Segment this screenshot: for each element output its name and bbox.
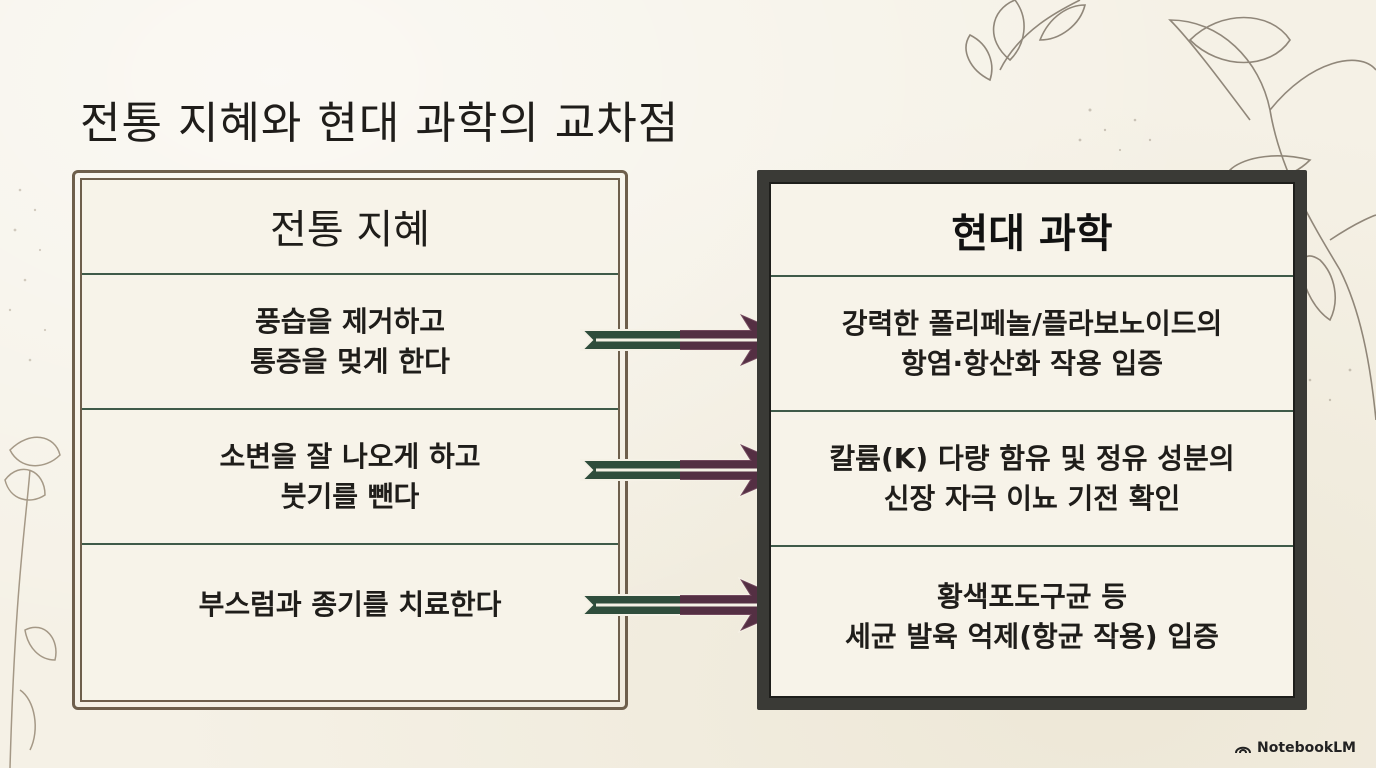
row-divider (82, 408, 618, 410)
cell-line: 세균 발육 억제(항균 작용) 입증 (845, 620, 1219, 653)
row-divider (771, 275, 1293, 277)
cell-line: 항염·항산화 작용 입증 (901, 346, 1163, 380)
panel-outer-frame (72, 170, 628, 710)
traditional-row-3: 부스럼과 종기를 치료한다 (82, 545, 618, 665)
modern-science-panel: 현대 과학 강력한 폴리페놀/플라보노이드의 항염·항산화 작용 입증 칼륨(K… (757, 170, 1307, 710)
cell-line: 소변을 잘 나오게 하고 (219, 439, 481, 473)
row-divider (82, 273, 618, 275)
panel-inner-frame (80, 178, 620, 702)
cell-line: 통증을 멎게 한다 (250, 344, 450, 378)
notebooklm-logo-icon (1235, 746, 1252, 754)
brand-label: NotebookLM (1257, 740, 1356, 756)
row-divider (82, 543, 618, 545)
science-row-3: 황색포도구균 등 세균 발육 억제(항균 작용) 입증 (771, 547, 1293, 687)
row-divider (771, 410, 1293, 412)
traditional-row-2: 소변을 잘 나오게 하고 붓기를 뺀다 (82, 410, 618, 543)
traditional-wisdom-panel: 전통 지혜 풍습을 제거하고 통증을 멎게 한다 소변을 잘 나오게 하고 붓기… (72, 170, 628, 710)
traditional-wisdom-heading: 전통 지혜 (270, 207, 430, 253)
page-title: 전통 지혜와 현대 과학의 교차점 (80, 98, 680, 150)
cell-line: 부스럼과 종기를 치료한다 (198, 588, 502, 621)
row-divider (771, 545, 1293, 547)
cell-line: 강력한 폴리페놀/플라보노이드의 (841, 306, 1223, 340)
panel-inner-frame: 현대 과학 강력한 폴리페놀/플라보노이드의 항염·항산화 작용 입증 칼륨(K… (769, 182, 1295, 698)
cell-line: 신장 자극 이뇨 기전 확인 (883, 481, 1181, 515)
traditional-row-1: 풍습을 제거하고 통증을 멎게 한다 (82, 275, 618, 408)
notebooklm-watermark: NotebookLM (1235, 740, 1356, 756)
cell-line: 붓기를 뺀다 (280, 479, 420, 513)
science-row-1: 강력한 폴리페놀/플라보노이드의 항염·항산화 작용 입증 (771, 277, 1293, 410)
cell-line: 풍습을 제거하고 (254, 304, 446, 338)
cell-line: 칼륨(K) 다량 함유 및 정유 성분의 (829, 441, 1235, 475)
cell-line: 황색포도구균 등 (936, 580, 1128, 613)
modern-science-heading: 현대 과학 (951, 211, 1113, 257)
science-row-2: 칼륨(K) 다량 함유 및 정유 성분의 신장 자극 이뇨 기전 확인 (771, 412, 1293, 545)
